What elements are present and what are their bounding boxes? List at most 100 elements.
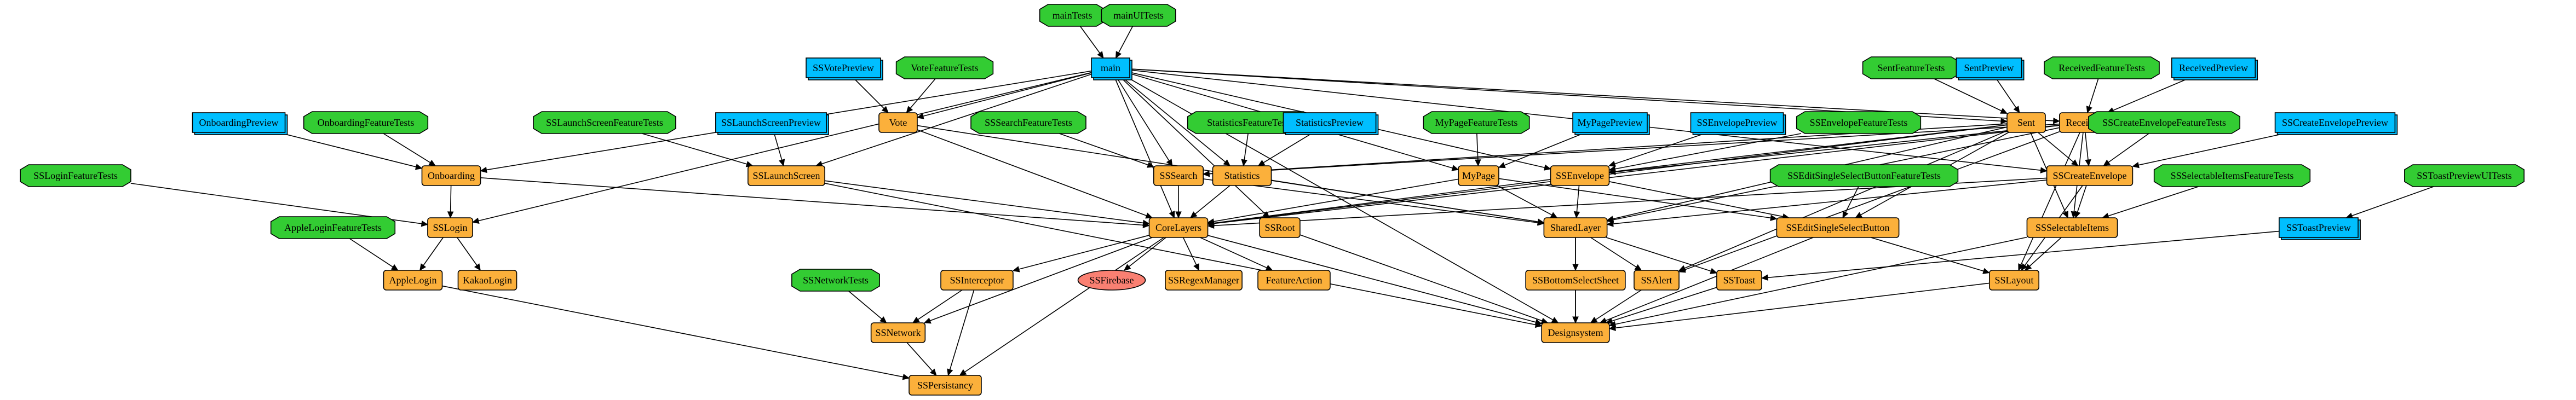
edge-SSCreateEnvelope-to-SharedLayer [1606,179,2047,227]
edge-main-to-Vote [916,72,1092,119]
node-SSEnvelope[interactable]: SSEnvelope [1550,165,1610,186]
node-mainTests[interactable]: mainTests [1039,4,1106,27]
node-label: AppleLoginFeatureTests [284,222,382,233]
node-mainUITests[interactable]: mainUITests [1101,4,1176,27]
node-SSEditSingleSelectButtonFeatureTests[interactable]: SSEditSingleSelectButtonFeatureTests [1769,164,1959,187]
test-target-shape [2044,56,2160,79]
node-KakaoLogin[interactable]: KakaoLogin [457,270,518,291]
node-AppleLoginFeatureTests[interactable]: AppleLoginFeatureTests [270,216,396,239]
edge-SSLaunchScreen-to-CoreLayers [824,180,1150,227]
node-label: SSCreateEnvelopePreview [2282,117,2388,128]
node-ReceivedFeatureTests[interactable]: ReceivedFeatureTests [2044,56,2160,79]
node-AppleLogin[interactable]: AppleLogin [383,270,443,291]
edge-SSAlert-to-Designsystem [1590,289,1642,323]
node-SSLoginFeatureTests[interactable]: SSLoginFeatureTests [20,164,131,187]
node-MyPage[interactable]: MyPage [1458,165,1499,186]
node-label: SSRegexManager [1168,275,1239,286]
node-FeatureAction[interactable]: FeatureAction [1257,270,1331,291]
node-label: OnboardingFeatureTests [318,117,415,128]
edge-Received-to-SSSearch [1202,123,2060,177]
node-SSPersistancy[interactable]: SSPersistancy [909,375,982,396]
node-SSRoot[interactable]: SSRoot [1259,217,1301,238]
edge-main-to-SSRoot [1120,77,1270,218]
node-SSSelectableItemsFeatureTests[interactable]: SSSelectableItemsFeatureTests [2153,164,2311,187]
edge-Vote-to-CoreLayers [917,129,1153,219]
node-SSFirebase[interactable]: SSFirebase [1077,270,1146,291]
framework-shape [2006,112,2046,133]
node-SSCreateEnvelopeFeatureTests[interactable]: SSCreateEnvelopeFeatureTests [2088,111,2240,134]
node-label: SSLaunchScreen [753,170,820,181]
node-SSEditSingleSelectButton[interactable]: SSEditSingleSelectButton [1776,217,1900,238]
edge-Onboarding-to-SSLogin [447,185,454,219]
framework-shape [1716,270,1762,291]
node-SSLogin[interactable]: SSLogin [427,217,473,238]
node-VoteFeatureTests[interactable]: VoteFeatureTests [895,56,994,79]
framework-shape [427,217,473,238]
edge-SSNetwork-to-SSPersistancy [906,342,937,376]
node-SSBottomSelectSheet[interactable]: SSBottomSelectSheet [1525,270,1626,291]
node-SSToastPreviewUITests[interactable]: SSToastPreviewUITests [2404,164,2525,187]
test-target-shape [2088,111,2240,134]
node-Statistics[interactable]: Statistics [1212,165,1272,186]
node-SSToast[interactable]: SSToast [1716,270,1762,291]
node-SSEnvelopePreview[interactable]: SSEnvelopePreview [1690,112,1786,135]
node-StatisticsPreview[interactable]: StatisticsPreview [1283,112,1379,135]
edge-MyPageFeatureTests-to-MyPage [1475,133,1481,167]
node-SSLaunchScreenFeatureTests[interactable]: SSLaunchScreenFeatureTests [533,111,676,134]
node-SharedLayer[interactable]: SharedLayer [1543,217,1608,238]
node-Vote[interactable]: Vote [878,112,918,133]
node-SentFeatureTests[interactable]: SentFeatureTests [1862,56,1960,79]
node-label: SSInterceptor [950,275,1004,286]
edge-OnboardingPreview-to-Onboarding [278,132,423,170]
node-ReceivedPreview[interactable]: ReceivedPreview [2171,57,2258,80]
node-OnboardingPreview[interactable]: OnboardingPreview [192,112,288,135]
node-label: KakaoLogin [463,275,512,286]
edge-SSLayout-to-Designsystem [1608,282,1990,331]
edge-SSSearch-to-CoreLayers [1175,185,1182,219]
node-Sent[interactable]: Sent [2006,112,2046,133]
node-SentPreview[interactable]: SentPreview [1956,57,2025,80]
edge-StatisticsFeatureTests-to-Statistics [1241,133,1249,167]
node-SSCreateEnvelope[interactable]: SSCreateEnvelope [2046,165,2134,186]
preview-app-shape [715,112,827,133]
node-main[interactable]: main [1091,57,1132,80]
framework-shape [870,322,926,343]
framework-shape [2046,165,2134,186]
node-SSCreateEnvelopePreview[interactable]: SSCreateEnvelopePreview [2274,112,2398,135]
edge-CoreLayers-to-SSRegexManager [1182,237,1199,271]
node-SSSearchFeatureTests[interactable]: SSSearchFeatureTests [970,111,1086,134]
node-SSEnvelopeFeatureTests[interactable]: SSEnvelopeFeatureTests [1796,111,1922,134]
node-SSLaunchScreenPreview[interactable]: SSLaunchScreenPreview [715,112,829,135]
test-target-shape [970,111,1086,134]
edge-main-to-CoreLayers [1114,77,1175,219]
framework-shape [748,165,825,186]
node-OnboardingFeatureTests[interactable]: OnboardingFeatureTests [303,111,429,134]
node-label: SSEditSingleSelectButtonFeatureTests [1787,170,1941,181]
test-target-shape [533,111,676,134]
edge-ReceivedPreview-to-Received [2107,77,2190,113]
edge-SharedLayer-to-SSToast [1606,237,1718,274]
node-SSLaunchScreen[interactable]: SSLaunchScreen [748,165,825,186]
node-SSRegexManager[interactable]: SSRegexManager [1165,270,1243,291]
node-SSNetworkTests[interactable]: SSNetworkTests [791,269,880,292]
node-label: SSLaunchScreenPreview [721,117,821,128]
node-CoreLayers[interactable]: CoreLayers [1148,217,1209,238]
node-Designsystem[interactable]: Designsystem [1541,322,1610,343]
node-label: SSPersistancy [917,380,973,391]
node-MyPageFeatureTests[interactable]: MyPageFeatureTests [1423,111,1530,134]
node-SSInterceptor[interactable]: SSInterceptor [940,270,1014,291]
node-SSVotePreview[interactable]: SSVotePreview [806,57,883,80]
node-label: SSLaunchScreenFeatureTests [546,117,663,128]
edge-SSCreateEnvelope-to-SSSelectableItems [2074,185,2087,219]
node-SSToastPreview[interactable]: SSToastPreview [2279,217,2361,240]
framework-shape [1543,217,1608,238]
node-SSSelectableItems[interactable]: SSSelectableItems [2026,217,2118,238]
node-Onboarding[interactable]: Onboarding [421,165,481,186]
node-MyPagePreview[interactable]: MyPagePreview [1572,112,1650,135]
node-SSNetwork[interactable]: SSNetwork [870,322,926,343]
node-SSSearch[interactable]: SSSearch [1153,165,1204,186]
node-SSAlert[interactable]: SSAlert [1634,270,1680,291]
preview-app-shape [2274,112,2396,133]
node-SSLayout[interactable]: SSLayout [1989,270,2040,291]
edge-SSCreateEnvelopeFeatureTests-to-SSCreateEnvelope [2103,133,2149,166]
